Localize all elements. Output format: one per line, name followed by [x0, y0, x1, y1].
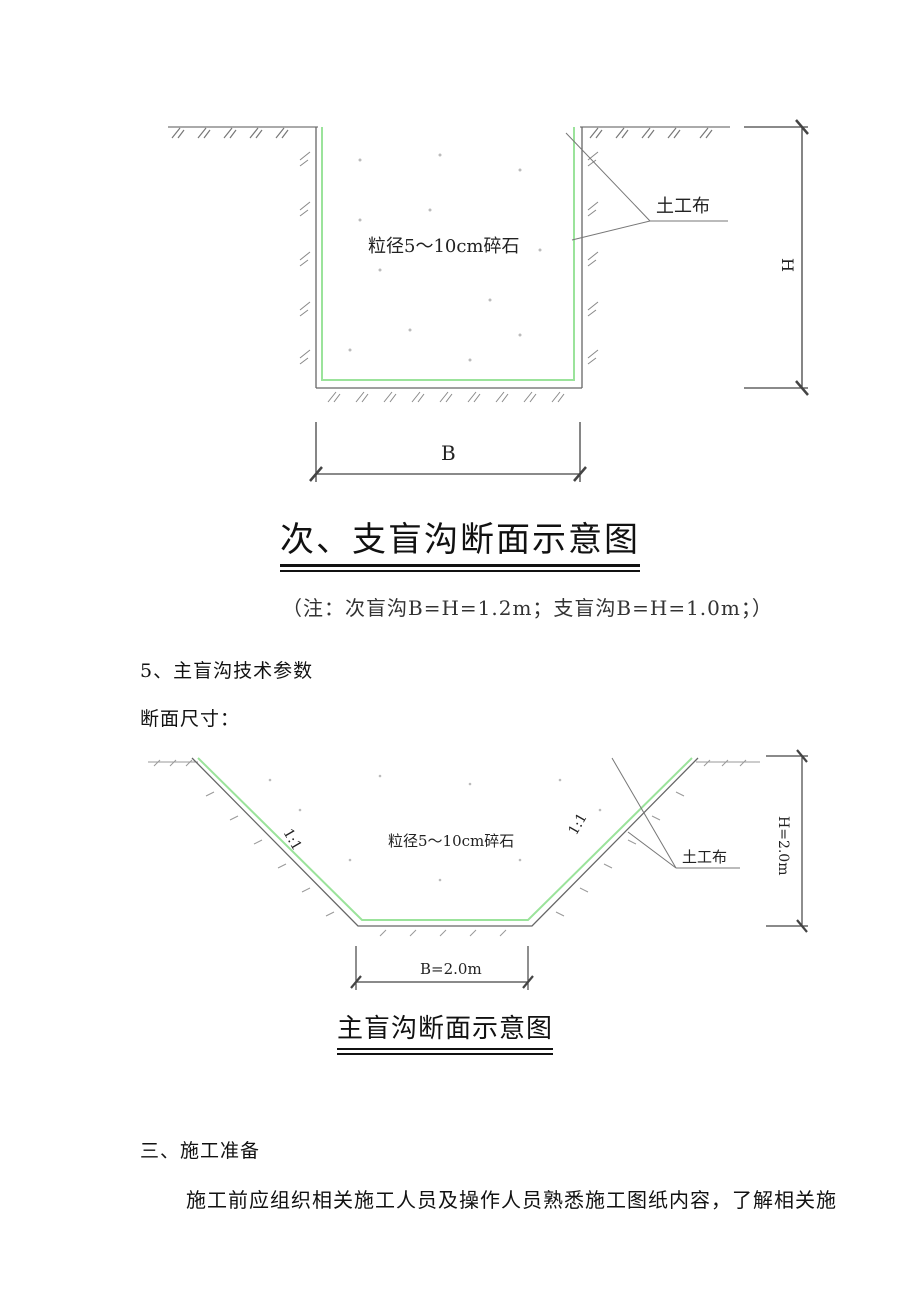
figure-secondary-drain: 粒径5～10cm碎石 土工布 H B — [168, 119, 809, 482]
width-label: B — [441, 441, 456, 465]
height-dimension — [766, 749, 808, 933]
figure1-caption: 次、支盲沟断面示意图 — [280, 512, 640, 567]
slope-right-label: 1:1 — [566, 810, 591, 838]
geotextile-label: 土工布 — [656, 196, 710, 217]
geotextile-leader — [611, 757, 740, 869]
wall-hatch — [299, 151, 599, 403]
slope-hatch — [205, 791, 685, 937]
ground-hatch-right — [580, 126, 730, 139]
geotextile-line — [197, 757, 693, 921]
section3-paragraph: 施工前应组织相关施工人员及操作人员熟悉施工图纸内容，了解相关施 — [186, 1188, 837, 1212]
width-dimension — [350, 946, 534, 990]
slope-left-label: 1:1 — [280, 826, 305, 854]
section5-subheading: 断面尺寸： — [140, 708, 241, 730]
figure1-note: （注：次盲沟B=H=1.2m；支盲沟B=H=1.0m；） — [282, 596, 773, 620]
geotextile-line — [321, 127, 575, 381]
height-label: H=2.0m — [775, 816, 791, 875]
ground-hatch-left — [168, 126, 318, 139]
gravel-texture — [348, 153, 542, 362]
section5-heading: 5、主盲沟技术参数 — [140, 660, 314, 682]
fill-label: 粒径5～10cm碎石 — [388, 832, 514, 850]
figure1-caption-wrap: 次、支盲沟断面示意图 — [0, 512, 920, 567]
width-dimension — [309, 422, 587, 482]
geotextile-label: 土工布 — [682, 848, 727, 866]
width-label: B=2.0m — [420, 960, 482, 978]
gravel-texture — [268, 774, 602, 882]
figure2-caption-wrap: 主盲沟断面示意图 — [0, 1008, 890, 1050]
figure-main-drain: 粒径5～10cm碎石 1:1 1:1 土工布 H=2.0m B=2.0m — [148, 749, 808, 990]
section3-heading: 三、施工准备 — [140, 1140, 261, 1162]
geotextile-leader — [565, 132, 728, 241]
trapezoid-outline — [191, 757, 699, 927]
fill-label: 粒径5～10cm碎石 — [368, 236, 520, 257]
height-label: H — [778, 258, 797, 272]
height-dimension — [744, 119, 809, 396]
ground-hatch-top — [148, 759, 760, 767]
figure2-caption: 主盲沟断面示意图 — [336, 1008, 553, 1050]
trench-walls — [315, 127, 583, 389]
